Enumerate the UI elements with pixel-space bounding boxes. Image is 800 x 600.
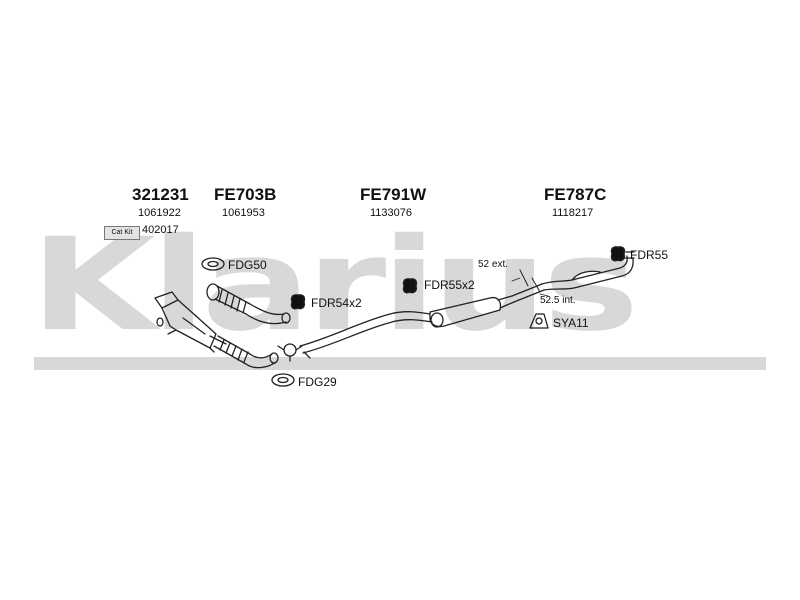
part-ref-catalyst: 1061922 xyxy=(138,207,181,219)
rubber-mount-icon xyxy=(402,278,418,294)
middle-silencer xyxy=(299,283,545,354)
fitting-label-fdr54: FDR54x2 xyxy=(311,296,362,310)
tail-pipe xyxy=(541,251,635,291)
watermark-bar xyxy=(34,357,766,370)
fitting-label-fdg50: FDG50 xyxy=(228,258,267,272)
fitting-label-sya11: SYA11 xyxy=(553,316,589,330)
fitting-label-fdr55x2: FDR55x2 xyxy=(424,278,475,292)
part-code-tail-pipe: FE787C xyxy=(544,185,607,204)
front-pipe-lower xyxy=(213,335,279,369)
part-ref-front-pipe: 1061953 xyxy=(222,207,265,219)
catalytic-converter xyxy=(154,291,227,353)
fitting-label-fdr55: FDR55 xyxy=(630,248,669,262)
rubber-mount-icon xyxy=(290,294,306,310)
part-code-front-pipe: FE703B xyxy=(214,185,277,204)
mounting-bracket-icon xyxy=(529,313,549,329)
dimension-internal: 52.5 int. xyxy=(540,295,576,306)
part-ref-tail-pipe: 1118217 xyxy=(552,207,594,219)
fitting-label-fdg29: FDG29 xyxy=(298,375,337,389)
gasket-icon xyxy=(271,373,295,387)
front-pipe-upper xyxy=(206,283,291,325)
rubber-mount-icon xyxy=(610,246,626,262)
cat-kit-badge: Cat Kit xyxy=(104,226,140,240)
part-ref-middle-silencer: 1133076 xyxy=(370,207,413,219)
part-code-catalyst: 321231 xyxy=(132,185,189,204)
gasket-icon xyxy=(201,257,225,271)
cat-kit-number: 402017 xyxy=(142,224,179,236)
dimension-external: 52 ext. xyxy=(478,259,509,270)
part-code-middle-silencer: FE791W xyxy=(360,185,427,204)
